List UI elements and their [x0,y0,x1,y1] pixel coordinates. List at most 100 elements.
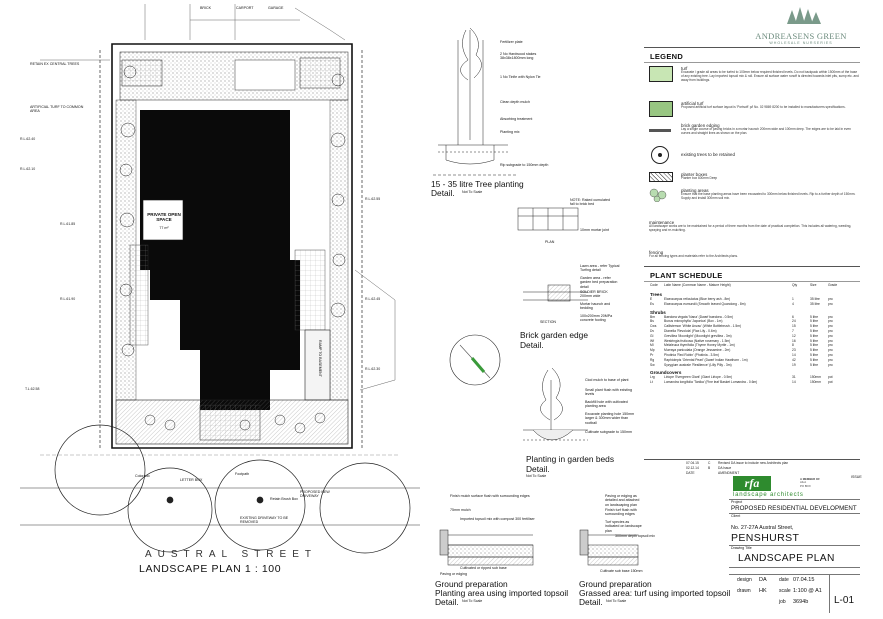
brick-note-6: SOLDIER BRICK 200mm wide [580,290,608,299]
label-existing-driveway: EXISTING DRIVEWAY TO BE REMOVED [240,516,289,525]
schedule-cell: Es [650,301,654,306]
property-boundary [111,43,353,449]
tree-detail-title: 15 - 35 litre Tree planting [431,179,524,189]
beds-detail-scale: Not To Scale [526,474,547,478]
nursery-logo: ANDREASENS GREEN WHOLESALE NURSERIES [742,4,860,45]
tree-note-5: Absorbing treatment [500,117,533,121]
schedule-cell: 5 litre [810,314,819,319]
tree-detail-sub: Detail. [431,188,455,198]
revision-cell: DATE [686,470,695,475]
schedule-cell: 24 [792,319,796,324]
project-name: PROPOSED RESIDENTIAL DEVELOPMENT [731,505,857,512]
brick-edging-swatch [649,129,671,132]
label-retain-trees: RETAIN EX CENTRAL TREES [30,62,80,66]
legend-item-brick-edging: brick garden edging Lay a single course … [649,123,859,136]
schedule-column-header: Code [650,283,658,287]
schedule-cell: Murraya paniculata (Orange Jessamine - 2… [664,348,731,353]
tree-note-2: 2 No Hardwood stakes 38x38x1800mm long [500,52,537,61]
drawing-label: Drawing Title [731,546,752,550]
landscape-plan-drawing: R.L.62.40R.L.62.10 R.L.61.85R.L.61.90 R.… [20,4,420,554]
schedule-cell: 1 [792,297,794,301]
schedule-cell: 5 litre [810,328,819,333]
beds-note-5: Cultivate subgrade to 150mm [585,430,632,434]
svg-text:R.L.62.45: R.L.62.45 [365,297,380,301]
tree-note-7: Rip subgrade to 150mm depth [500,163,549,167]
ground-prep-sketches [439,529,639,566]
schedule-cell: Grevillea 'Moonlight' (Moonlight grevill… [664,333,732,338]
prep1-note-3: Imported topsoil mix with compost 300 fe… [460,517,535,521]
revision-cell: DA Issue [718,465,732,470]
label-garage: GARAGE [268,6,284,10]
legend-item-artificial-turf: artificial turf Proposed artificial turf… [649,101,859,117]
beds-detail-sub: Detail. [526,464,550,474]
tree-planting-sketch [433,27,518,176]
job-value: 3694b [793,599,809,605]
schedule-cell: 15 [792,324,796,329]
brick-note-2: 10mm mortar joint [580,228,609,232]
prep1-scale: Not To Scale [462,599,483,603]
legend-item-existing-trees: existing trees to be retained [649,146,859,164]
revision-cell: B [708,465,711,470]
nursery-logo-name: ANDREASENS GREEN [755,31,847,41]
schedule-cell: pro [828,328,833,333]
schedule-cell: 31 [792,375,796,380]
prep2-note-1: Paving or edging as detailed and attache… [605,494,640,507]
drawn-value: HK [759,588,767,594]
schedule-cell: Westringia fruticosa (Native rosemary - … [664,338,731,343]
schedule-cell: pro [828,319,833,324]
schedule-cell: 5 litre [810,362,819,367]
project-label: Project [731,500,743,504]
schedule-cell: 19 [792,362,796,367]
schedule-row: Gl Grevillea 'Moonlight' (Moonlight grevi… [650,334,860,339]
schedule-cell: 5 litre [810,352,819,357]
date-value: 07.04.15 [793,577,815,583]
schedule-cell: Mp [650,348,655,353]
schedule-cell: pro [828,348,833,353]
schedule-cell: pro [828,338,833,343]
schedule-cell: Baeckea virgata 'Nana' (Dwarf baeckea - … [664,314,734,319]
schedule-cell: Dv [650,328,655,333]
schedule-cell: Syzygium australe 'Resilience' (Lilly Pi… [664,362,732,367]
revision-cell: 02.12.14 [686,465,699,470]
schedule-cell: 42 [792,357,796,362]
ramp-label: RAMP TO BASEMENT [318,340,322,377]
prep1-note-2: 75mm mulch [450,508,471,512]
svg-text:R.L.62.30: R.L.62.30 [365,367,380,371]
building-footprint [140,110,300,410]
sheet-number: L-01 [834,595,855,606]
artificial-turf-swatch [649,101,673,117]
revision-cell: Revised DA issue to include new Architec… [718,461,789,465]
firm-name: landscape architects [733,492,804,498]
schedule-cell: Lt [650,380,653,385]
prep2-title: Ground preparation [579,579,652,589]
brick-note-8: 100x200mm 20MPa concrete footing [580,314,613,323]
brick-note-7: Mortar haunch and bedding [580,302,611,311]
schedule-cell: 150mm [810,375,821,380]
schedule-cell: Elaeocarpus reticulatus (Blue berry ash … [664,297,731,301]
schedule-cell: pro [828,333,833,338]
prep2-scale: Not To Scale [606,599,627,603]
beds-note-3: Backfill hole with cultivated planting a… [585,400,628,409]
schedule-cell: 4 [792,301,794,306]
legend-item-maintenance: maintenance All landscape works are to b… [649,220,852,232]
schedule-column-header: Grade [828,283,838,287]
schedule-cell: Liriope 'Evergreen Giant' (Giant Liriope… [664,375,733,380]
project-address: No. 27-27A Austral Street, [731,525,794,531]
schedule-cell: Gl [650,333,654,338]
brick-detail-title: Brick garden edge [520,330,588,340]
svg-text:R.L.62.10: R.L.62.10 [20,167,35,171]
client-label: Client [731,514,741,518]
schedule-row: Mp Murraya paniculata (Orange Jessamine -… [650,348,860,353]
